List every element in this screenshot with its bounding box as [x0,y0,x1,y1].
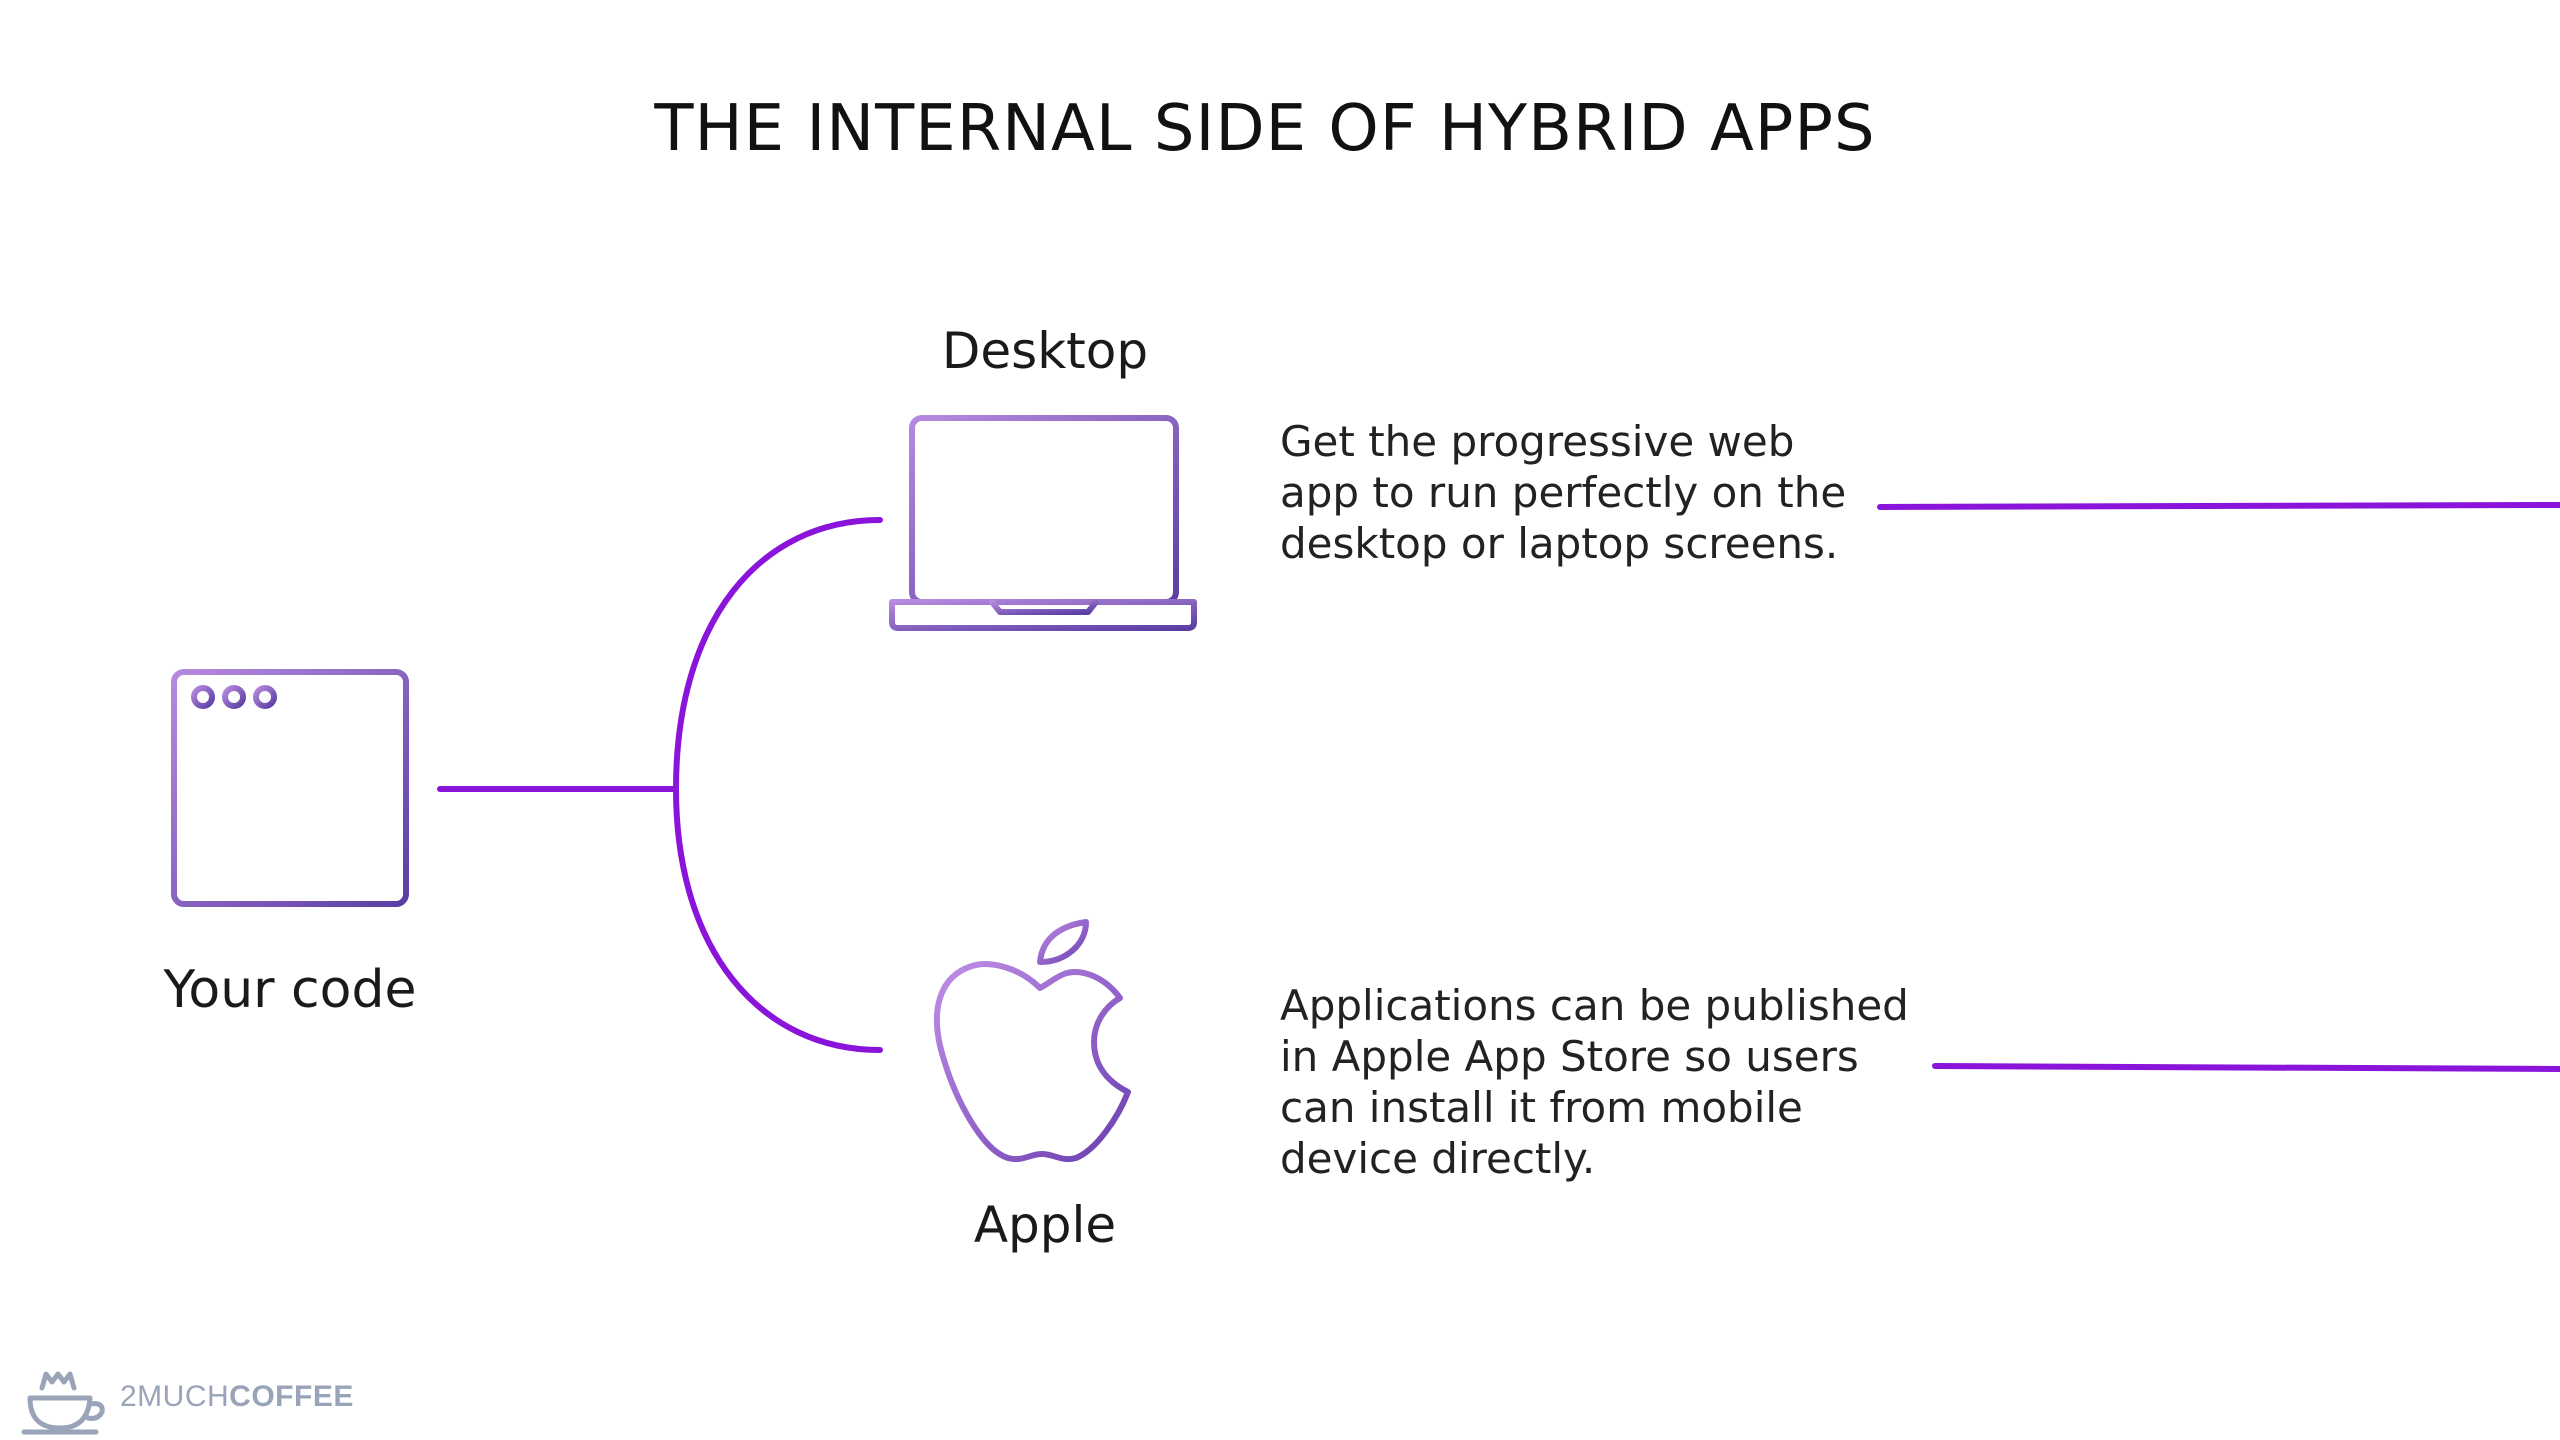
brand-logo: 2MUCHCOFFEE [26,1362,354,1432]
brand-prefix: 2MUCH [120,1380,230,1413]
laptop-icon [889,415,1197,631]
connector-branch-apple [673,786,883,1053]
description-desktop: Get the progressive web app to run perfe… [1280,417,1847,568]
description-apple: Applications can be published in Apple A… [1280,981,1909,1183]
node-label-desktop: Desktop [941,322,1149,380]
brand-logo-text: 2MUCHCOFFEE [120,1380,354,1414]
page-title: THE INTERNAL SIDE OF HYBRID APPS [654,92,1876,166]
apple-logo-icon [934,919,1131,1163]
connector-branch-desktop [673,517,883,792]
brand-suffix: COFFEE [229,1380,354,1413]
brand-logo-icon-space [26,1397,110,1398]
connector-apple-out [1932,1063,2560,1072]
connectors [437,502,2560,1072]
node-label-your-code: Your code [163,960,417,1020]
node-label-apple: Apple [973,1196,1117,1254]
coffee-cup-icon [21,1371,105,1435]
code-window-icon [171,669,409,907]
connector-desktop-out [1877,502,2560,510]
